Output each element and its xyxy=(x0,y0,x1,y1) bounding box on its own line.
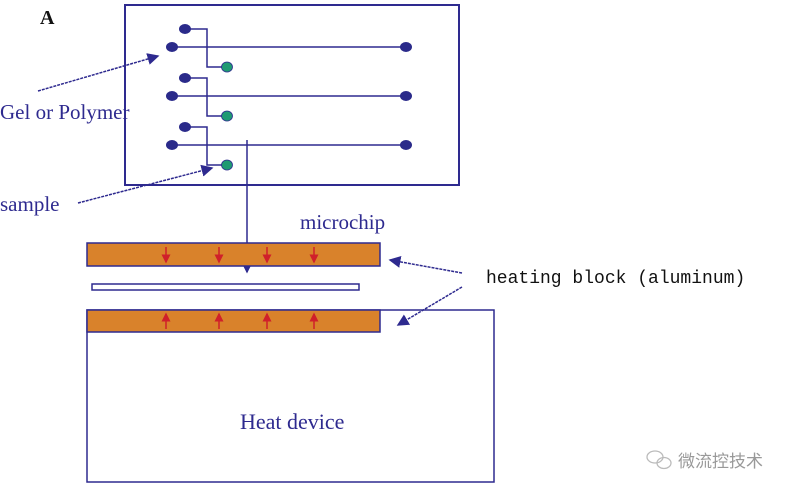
heat-device-label: Heat device xyxy=(240,409,344,434)
wechat-icon xyxy=(646,450,672,470)
sample-arrow xyxy=(77,164,214,204)
reservoir-dot xyxy=(166,42,178,52)
injection-channel xyxy=(185,126,227,166)
reservoir-dot xyxy=(400,91,412,101)
injection-channel xyxy=(185,28,227,68)
reservoir-dot xyxy=(400,42,412,52)
reservoir-dot xyxy=(400,140,412,150)
reservoir-dot xyxy=(179,73,191,83)
microchip-outline xyxy=(124,4,460,186)
bottom-block-arrow xyxy=(396,286,463,326)
heat-arrows xyxy=(161,247,319,329)
microchip-slide xyxy=(91,283,360,291)
reservoir-dot xyxy=(179,24,191,34)
bottom-heating-block xyxy=(86,309,381,333)
channel xyxy=(166,24,412,73)
channel xyxy=(166,122,412,171)
panel-label: A xyxy=(40,7,55,29)
reservoir-dot xyxy=(166,140,178,150)
top-block-arrow xyxy=(388,255,463,274)
channels xyxy=(166,24,412,171)
top-heating-block xyxy=(86,242,381,267)
sample-label: sample xyxy=(0,192,59,216)
heating-block-label: heating block (aluminum) xyxy=(486,269,745,289)
gel-polymer-label: Gel or Polymer xyxy=(0,100,129,124)
microchip-label: microchip xyxy=(300,210,385,234)
heat-device-box xyxy=(86,309,495,483)
reservoir-dot xyxy=(179,122,191,132)
sample-reservoir-dot xyxy=(221,61,233,73)
watermark: 微流控技术 xyxy=(678,452,763,472)
sample-reservoir-dot xyxy=(221,159,233,171)
gel-arrow xyxy=(37,53,160,92)
injection-channel xyxy=(185,77,227,117)
sample-reservoir-dot xyxy=(221,110,233,122)
channel xyxy=(166,73,412,122)
reservoir-dot xyxy=(166,91,178,101)
